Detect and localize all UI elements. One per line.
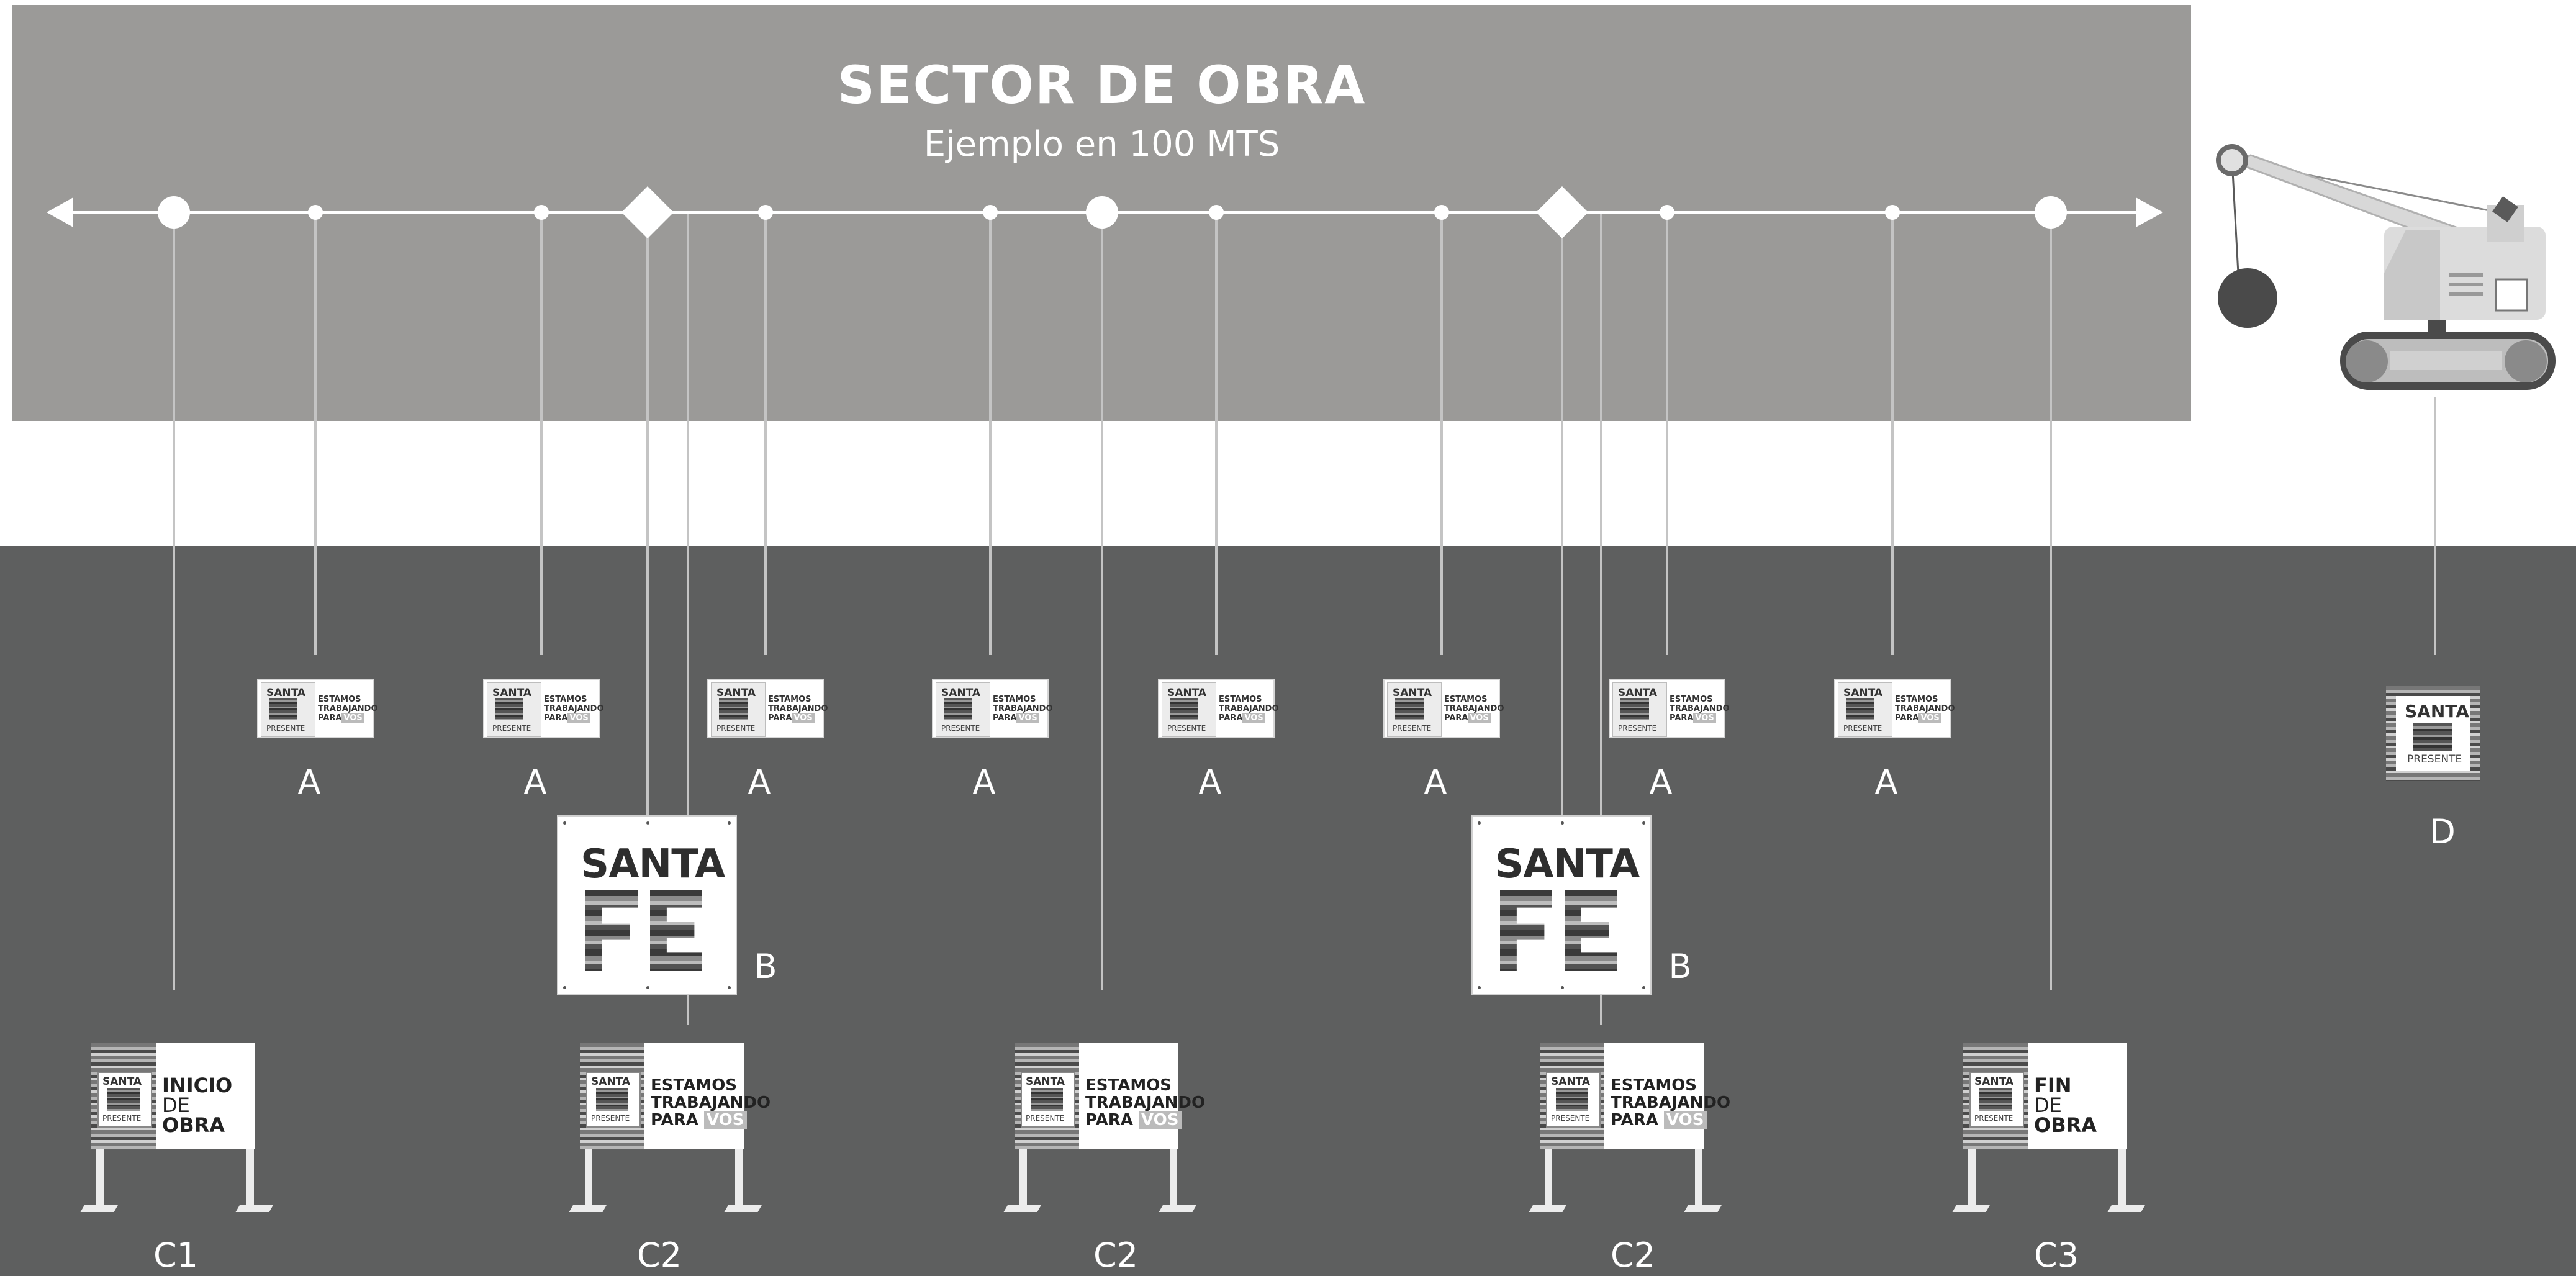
sign-label-c2: C2 xyxy=(1610,1236,1656,1275)
sign-label-b: B xyxy=(754,947,777,986)
marker-circle-icon xyxy=(2035,196,2067,229)
logo-letter-f xyxy=(1500,890,1552,971)
sector-title: SECTOR DE OBRA xyxy=(837,55,1367,115)
sign-label-a: A xyxy=(297,762,321,802)
marker-dot-icon xyxy=(534,205,549,220)
marker-dot-icon xyxy=(1885,205,1900,220)
sign-label-a: A xyxy=(1424,762,1447,802)
marker-diamond-icon xyxy=(1536,186,1588,238)
left-arrow-icon xyxy=(47,197,73,227)
logo-letter-e xyxy=(1565,890,1617,971)
logo-letter-f xyxy=(585,890,638,971)
right-arrow-icon xyxy=(2136,197,2163,227)
ground-area xyxy=(0,546,2576,1276)
sign-label-d: D xyxy=(2429,812,2456,851)
sign-b: SANTA xyxy=(1471,815,1652,995)
connector-lines xyxy=(173,214,2436,1025)
sign-label-b: B xyxy=(1668,947,1692,986)
marker-diamond-icon xyxy=(621,186,674,238)
sign-label-c2: C2 xyxy=(1093,1236,1139,1275)
marker-dot-icon xyxy=(1660,205,1674,220)
marker-dot-icon xyxy=(983,205,998,220)
crane-icon xyxy=(2216,144,2556,390)
logo-letter-e xyxy=(650,890,702,971)
sign-logo-text: SANTA xyxy=(581,841,725,887)
sign-label-a: A xyxy=(1198,762,1222,802)
marker-dot-icon xyxy=(308,205,323,220)
marker-dot-icon xyxy=(758,205,773,220)
sign-label-a: A xyxy=(748,762,771,802)
sign-label-a: A xyxy=(1649,762,1673,802)
sign-label-c1: C1 xyxy=(153,1236,199,1275)
marker-circle-icon xyxy=(1086,196,1118,229)
sign-d: SANTA PRESENTE xyxy=(2386,686,2480,781)
sign-label-c3: C3 xyxy=(2033,1236,2079,1275)
sign-logo-text: SANTA xyxy=(1495,841,1640,887)
marker-dot-icon xyxy=(1434,205,1449,220)
marker-circle-icon xyxy=(158,196,190,229)
sign-label-a: A xyxy=(523,762,547,802)
sign-label-c2: C2 xyxy=(636,1236,682,1275)
marker-dot-icon xyxy=(1209,205,1224,220)
sector-subtitle: Ejemplo en 100 MTS xyxy=(923,124,1280,165)
sign-b: SANTA xyxy=(557,815,737,995)
sign-label-a: A xyxy=(1874,762,1898,802)
sign-label-a: A xyxy=(972,762,996,802)
